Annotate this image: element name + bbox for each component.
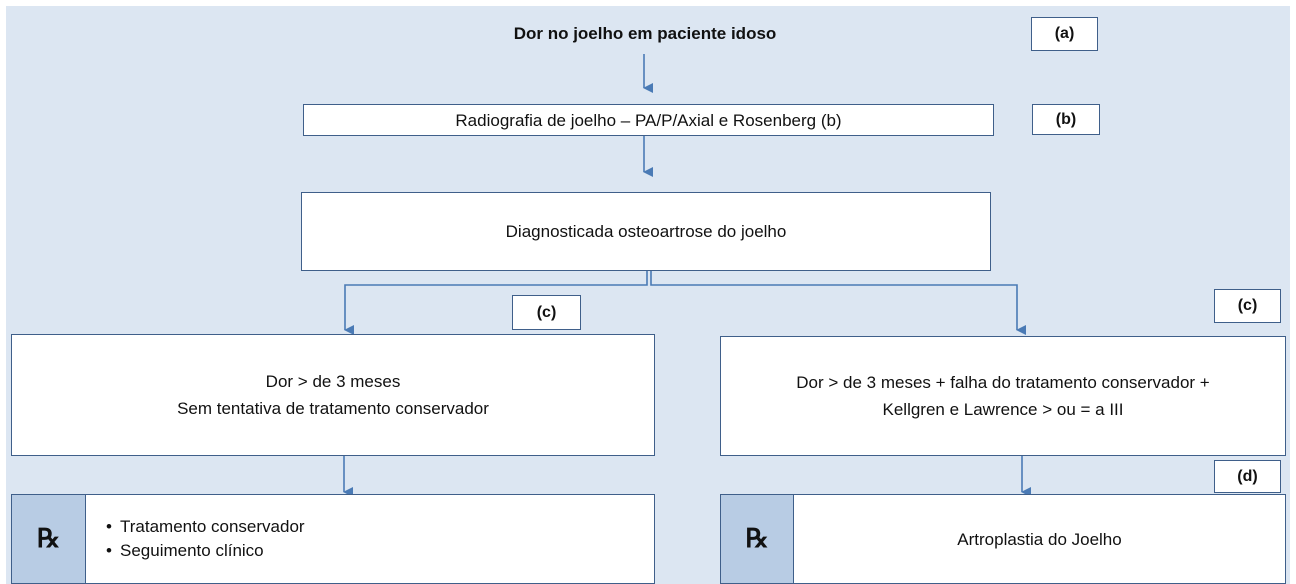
rx-icon-left: ℞ xyxy=(11,494,86,584)
left-treatment-item: Seguimento clínico xyxy=(106,539,305,563)
right-condition-box: Dor > de 3 meses + falha do tratamento c… xyxy=(720,336,1286,456)
right-condition-line1: Dor > de 3 meses + falha do tratamento c… xyxy=(796,373,1210,392)
right-treatment-box: Artroplastia do Joelho xyxy=(793,494,1286,584)
radiografia-text: Radiografia de joelho – PA/P/Axial e Ros… xyxy=(455,110,842,130)
diagnostico-text: Diagnosticada osteoartrose do joelho xyxy=(505,222,787,241)
arrow-diagnostico-to-left xyxy=(344,271,648,335)
left-treatment-item: Tratamento conservador xyxy=(106,515,305,539)
left-condition-line1: Dor > de 3 meses xyxy=(265,372,401,391)
left-treatment-box: Tratamento conservador Seguimento clínic… xyxy=(85,494,655,584)
right-condition-line2: Kellgren e Lawrence > ou = a III xyxy=(882,400,1124,419)
left-condition-line2: Sem tentativa de tratamento conservador xyxy=(177,399,489,418)
radiografia-box: Radiografia de joelho – PA/P/Axial e Ros… xyxy=(303,104,994,136)
flowchart-title: Dor no joelho em paciente idoso xyxy=(513,24,777,43)
tag-c-left: (c) xyxy=(512,295,581,330)
right-treatment-text: Artroplastia do Joelho xyxy=(957,529,1122,549)
left-condition-box: Dor > de 3 meses Sem tentativa de tratam… xyxy=(11,334,655,456)
arrow-diagnostico-to-right xyxy=(650,271,1026,335)
left-treatment-list: Tratamento conservador Seguimento clínic… xyxy=(106,515,305,563)
flowchart-canvas xyxy=(6,6,1290,584)
tag-a: (a) xyxy=(1031,17,1098,51)
tag-c-right: (c) xyxy=(1214,289,1281,323)
diagnostico-box: Diagnosticada osteoartrose do joelho xyxy=(301,192,991,271)
tag-d: (d) xyxy=(1214,460,1281,493)
rx-icon-right: ℞ xyxy=(720,494,794,584)
tag-b: (b) xyxy=(1032,104,1100,135)
